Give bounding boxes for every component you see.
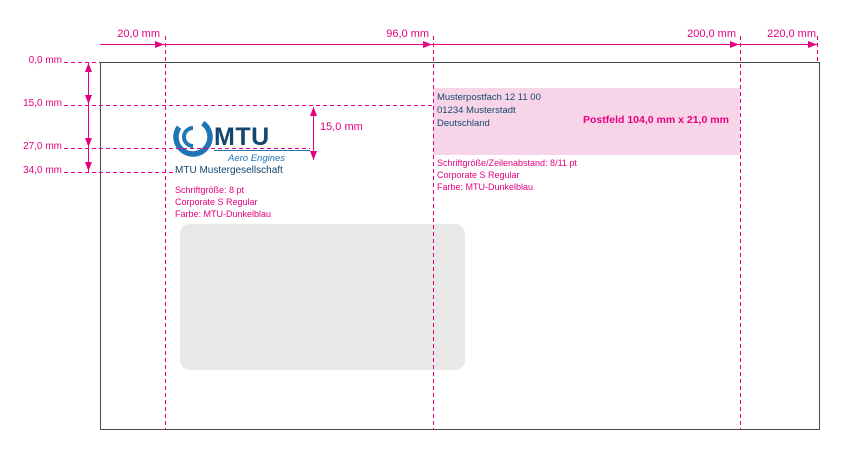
address-line: Deutschland [437, 118, 490, 129]
mtu-logo-subtitle: Aero Engines [227, 153, 285, 164]
spec-line: Farbe: MTU-Dunkelblau [437, 182, 534, 192]
spec-line: Schriftgröße/Zeilenabstand: 8/11 pt [437, 158, 577, 168]
postfeld-area [433, 88, 740, 155]
dim-label-15mm: 15,0 mm [23, 98, 62, 109]
mtu-swirl-icon [173, 117, 213, 157]
spec-line: Schriftgröße: 8 pt [175, 185, 245, 195]
spec-line: Corporate S Regular [437, 170, 520, 180]
address-block: Musterpostfach 12 11 00 01234 Musterstad… [437, 91, 541, 130]
dim-label-200mm: 200,0 mm [687, 28, 736, 40]
spec-line: Farbe: MTU-Dunkelblau [175, 209, 272, 219]
dim-label-34mm: 34,0 mm [23, 165, 62, 176]
sender-name: MTU Mustergesellschaft [175, 165, 283, 176]
left-dimension-line [85, 62, 92, 172]
postfeld-typography-spec: Schriftgröße/Zeilenabstand: 8/11 pt Corp… [437, 157, 577, 193]
spec-line: Corporate S Regular [175, 197, 258, 207]
dim-label-logo-height: 15,0 mm [320, 121, 363, 133]
envelope-window [180, 224, 465, 370]
top-dimension-line [100, 41, 818, 48]
dim-label-220mm: 220,0 mm [767, 28, 816, 40]
address-line: Musterpostfach 12 11 00 [437, 92, 541, 103]
sender-typography-spec: Schriftgröße: 8 pt Corporate S Regular F… [175, 184, 271, 220]
dim-label-20mm: 20,0 mm [117, 28, 160, 40]
mtu-logo-text: MTU [214, 123, 270, 151]
postfeld-label: Postfeld 104,0 mm x 21,0 mm [583, 114, 729, 126]
mtu-logo: MTU Aero Engines [173, 117, 310, 164]
address-line: 01234 Musterstadt [437, 105, 516, 116]
dim-label-0mm: 0,0 mm [28, 55, 62, 66]
dim-label-96mm: 96,0 mm [386, 28, 429, 40]
dim-label-27mm: 27,0 mm [23, 141, 62, 152]
